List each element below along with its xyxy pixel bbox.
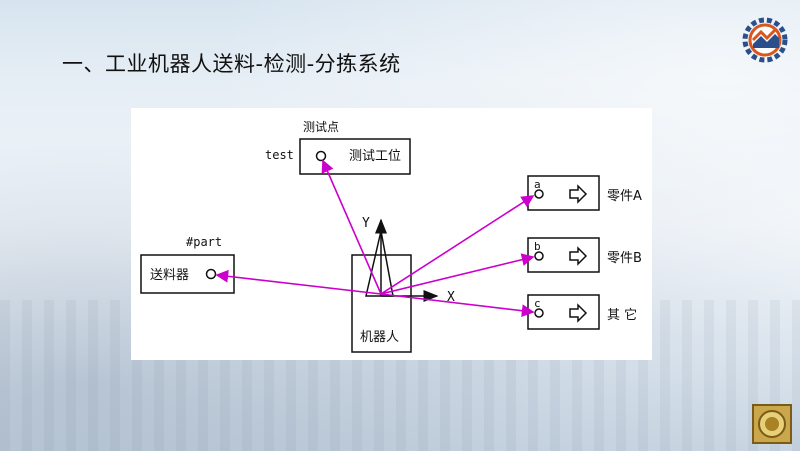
test-point-marker: [315, 150, 327, 162]
robot-arm-shape: [365, 230, 394, 297]
path-to-bin-a: [380, 195, 535, 295]
bin-c-arrow-icon: [569, 303, 588, 323]
slide-title: 一、工业机器人送料-检测-分拣系统: [62, 52, 401, 76]
seal-icon: [752, 404, 792, 444]
bin-a-box: [527, 175, 600, 211]
bin-a-label: 零件A: [607, 189, 642, 204]
bin-a-point-marker: [534, 189, 544, 199]
test-station-label: 测试工位: [349, 149, 401, 164]
university-logo-icon: [742, 17, 788, 63]
bin-a-point-label: a: [534, 178, 541, 191]
robot-label: 机器人: [360, 330, 399, 345]
bin-b-arrow-icon: [569, 246, 588, 266]
robot-x-axis-label: X: [447, 290, 455, 305]
bin-a-arrow-icon: [569, 184, 588, 204]
bin-b-point-label: b: [534, 240, 541, 253]
robot-y-axis-label: Y: [362, 216, 370, 231]
path-to-feeder: [215, 269, 382, 295]
bin-c-label: 其 它: [607, 307, 637, 323]
feeder-label: 送料器: [150, 268, 189, 283]
feeder-box: [140, 254, 235, 294]
path-to-test: [321, 159, 382, 295]
path-to-bin-b: [380, 253, 535, 295]
test-station-header: 测试点: [303, 119, 339, 134]
bin-c-point-label: c: [534, 297, 541, 310]
test-station-box: [299, 138, 411, 175]
bin-b-point-marker: [534, 251, 544, 261]
bin-c-point-marker: [534, 308, 544, 318]
path-to-bin-c: [380, 293, 535, 318]
bin-b-label: 零件B: [607, 251, 642, 266]
feeder-point-marker: [205, 268, 217, 280]
feeder-point-label: #part: [186, 235, 222, 249]
diagram-panel: 测试点 test 测试工位 #part 送料器 Y X 机器人 a 零件A b …: [131, 108, 652, 360]
test-point-label: test: [265, 148, 294, 162]
